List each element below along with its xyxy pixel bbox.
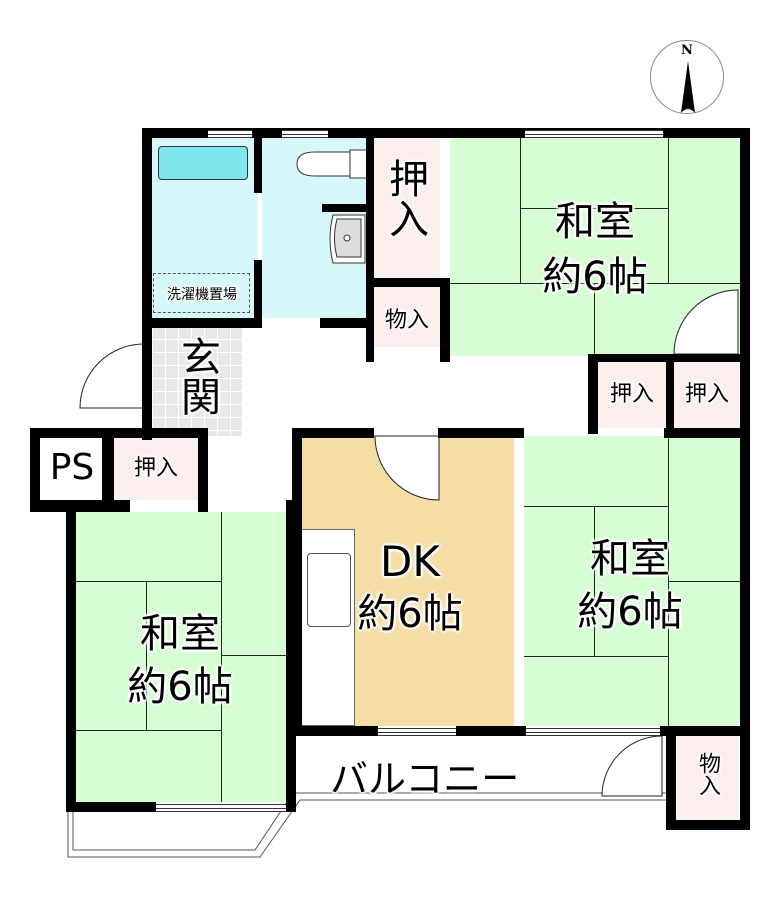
oshiire-mid2-floor bbox=[674, 362, 740, 428]
balcony-door-swing bbox=[601, 735, 663, 797]
washitsu-e-name: 和室 bbox=[590, 536, 670, 582]
window-ne bbox=[525, 130, 663, 138]
window-e bbox=[526, 728, 660, 736]
ps-label: PS bbox=[49, 447, 95, 488]
compass: N bbox=[650, 40, 724, 114]
washitsu-w-floor bbox=[76, 512, 286, 802]
oshiire-mid1-label: 押入 bbox=[609, 382, 654, 407]
balcony-outline bbox=[67, 792, 668, 858]
laundry-space bbox=[153, 273, 250, 313]
dk-size: 約6帖 bbox=[357, 591, 463, 637]
monoire-top-floor bbox=[374, 287, 440, 347]
oshiire-left-floor bbox=[114, 438, 198, 500]
kitchen-sink bbox=[307, 553, 351, 627]
dk-door-swing bbox=[374, 435, 440, 501]
bathtub bbox=[158, 146, 248, 180]
entry-door-swing bbox=[79, 343, 145, 409]
ps-floor bbox=[40, 438, 102, 500]
balcony-label: バルコニー bbox=[330, 757, 520, 801]
washitsu-w-size: 約6帖 bbox=[127, 664, 233, 710]
oshiire-mid1-floor bbox=[598, 362, 666, 428]
toilet-icon bbox=[296, 149, 369, 179]
dk-name: DK bbox=[380, 537, 440, 586]
laundry-label: 洗濯機置場 bbox=[167, 287, 237, 303]
oshiire-mid2-label: 押入 bbox=[684, 382, 729, 407]
sink-icon bbox=[329, 214, 366, 264]
washitsu-w-name: 和室 bbox=[140, 611, 220, 657]
washitsu-ne-name: 和室 bbox=[555, 199, 635, 245]
north-arrow-icon bbox=[681, 61, 695, 113]
window-toilet bbox=[282, 130, 328, 138]
genkan-floor bbox=[152, 326, 242, 436]
monoire-top-label: 物入 bbox=[384, 308, 429, 333]
oshiire-top-floor bbox=[374, 138, 440, 278]
compass-north-label: N bbox=[681, 43, 693, 58]
door-swing-ne bbox=[673, 289, 739, 355]
genkan-label: 玄関 bbox=[174, 336, 220, 416]
window-bath bbox=[208, 130, 252, 138]
window-w bbox=[156, 804, 286, 812]
oshiire-left-label: 押入 bbox=[133, 456, 178, 481]
window-dk bbox=[378, 728, 456, 736]
monoire-balcony-label: 物入 bbox=[695, 752, 720, 796]
oshiire-top-label: 押入 bbox=[382, 158, 428, 238]
monoire-balcony-floor bbox=[676, 736, 738, 820]
washitsu-e-size: 約6帖 bbox=[577, 589, 683, 635]
washitsu-ne-size: 約6帖 bbox=[542, 254, 648, 300]
